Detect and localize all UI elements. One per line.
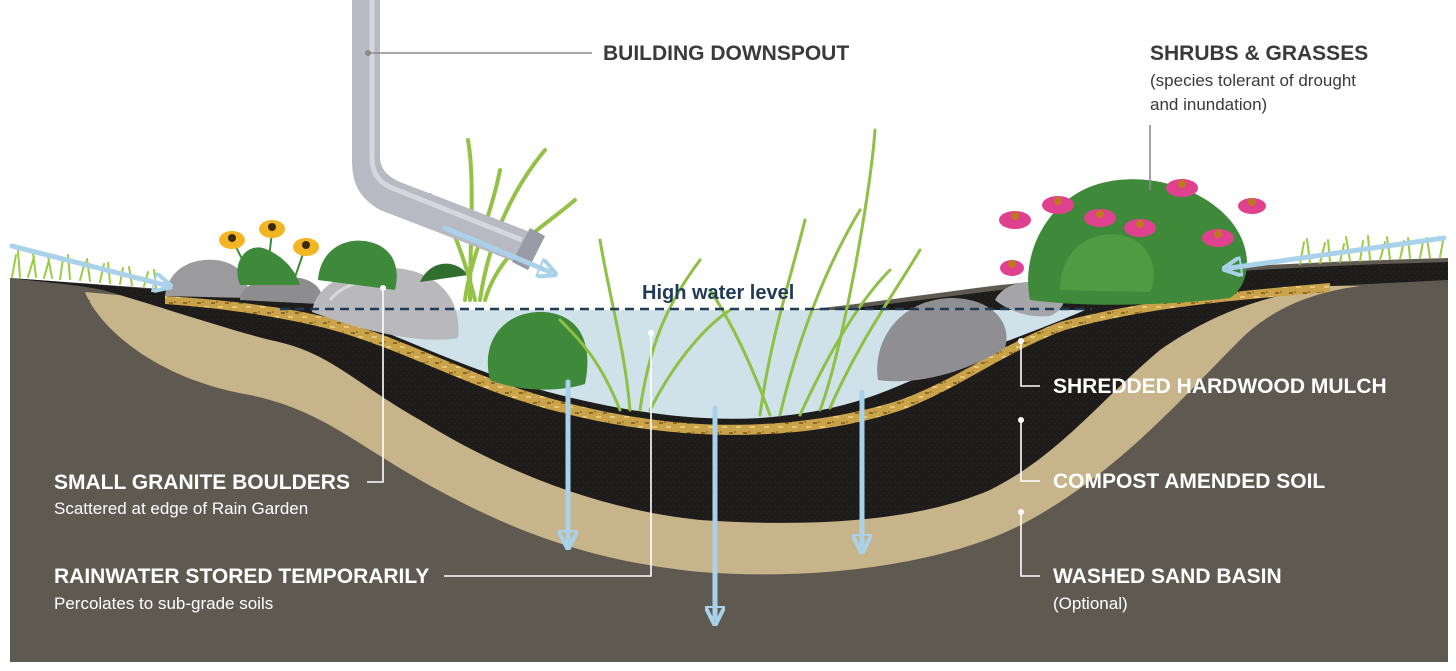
rainwater-label: RAINWATER STORED TEMPORARILY (54, 565, 429, 588)
high-water-label: High water level (642, 282, 794, 304)
shrubs-sub-2: and inundation) (1150, 95, 1267, 114)
sand-label: WASHED SAND BASIN (1053, 565, 1282, 588)
black-eyed-susan-icon (219, 220, 468, 290)
shrubs-sub-1: (species tolerant of drought (1150, 71, 1356, 90)
sand-sub: (Optional) (1053, 594, 1128, 613)
boulders-sub: Scattered at edge of Rain Garden (54, 499, 308, 518)
compost-label: COMPOST AMENDED SOIL (1053, 470, 1325, 493)
boulder-icon (165, 259, 459, 340)
mulch-label: SHREDDED HARDWOOD MULCH (1053, 375, 1387, 398)
subgrade-wedge (10, 278, 90, 662)
shrub-icon (487, 311, 588, 390)
grass-icon (558, 128, 922, 417)
boulders-label: SMALL GRANITE BOULDERS (54, 471, 350, 494)
downspout-label: BUILDING DOWNSPOUT (603, 42, 849, 65)
shrubs-label: SHRUBS & GRASSES (1150, 42, 1368, 65)
leader-lines (365, 50, 1151, 577)
flow-arrow-icon (9, 225, 1447, 618)
coneflower-icon (999, 179, 1266, 305)
rainwater-sub: Percolates to sub-grade soils (54, 594, 273, 613)
